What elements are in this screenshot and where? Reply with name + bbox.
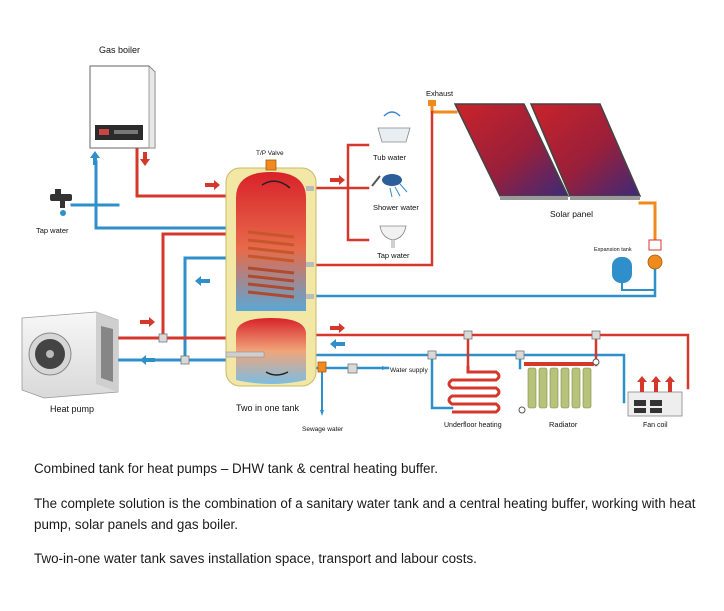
sewage-arrow — [320, 410, 324, 416]
tp-valve-label: T/P Valve — [256, 150, 284, 157]
exhaust-valve — [428, 100, 436, 106]
shower-icon — [371, 174, 408, 198]
gas-boiler-label: Gas boiler — [99, 45, 140, 55]
tap-faucet-icon — [50, 189, 72, 216]
tub-water-label: Tub water — [373, 153, 407, 162]
solar-panel-label: Solar panel — [550, 209, 593, 219]
sewage-water-label: Sewage water — [302, 426, 344, 433]
heat-pump — [21, 311, 119, 399]
water-supply-label: Water supply — [390, 367, 428, 374]
solar-pump — [647, 239, 663, 270]
radiator — [518, 358, 600, 414]
radiator-label: Radiator — [549, 420, 578, 429]
pipes — [70, 102, 690, 411]
underfloor-heating-label: Underfloor heating — [444, 422, 502, 429]
water-supply-arrow — [382, 366, 388, 370]
flow-arrows — [140, 175, 345, 365]
caption-title: Combined tank for heat pumps – DHW tank … — [34, 461, 438, 476]
fan-coil — [627, 376, 683, 417]
gas-boiler — [89, 65, 156, 149]
boiler-arrows — [90, 151, 150, 166]
expansion-tank — [612, 257, 632, 283]
sink-icon — [379, 225, 407, 248]
shower-water-label: Shower water — [373, 203, 419, 212]
underfloor-heating — [447, 366, 501, 414]
solar-panel — [453, 103, 642, 200]
caption-benefit: Two-in-one water tank saves installation… — [34, 551, 477, 566]
tap-water-right-label: Tap water — [377, 251, 410, 260]
heat-pump-label: Heat pump — [50, 404, 94, 414]
two-in-one-tank — [225, 159, 317, 387]
valves — [158, 330, 601, 374]
fan-coil-label: Fan coil — [643, 422, 668, 429]
system-diagram: Gas boiler Tap water — [21, 45, 690, 433]
bathtub-icon — [377, 111, 411, 143]
caption-description: The complete solution is the combination… — [34, 496, 696, 532]
tap-water-left-label: Tap water — [36, 226, 69, 235]
expansion-tank-label: Expansion tank — [594, 247, 632, 253]
two-in-one-tank-label: Two in one tank — [236, 403, 300, 413]
exhaust-label: Exhaust — [426, 89, 454, 98]
